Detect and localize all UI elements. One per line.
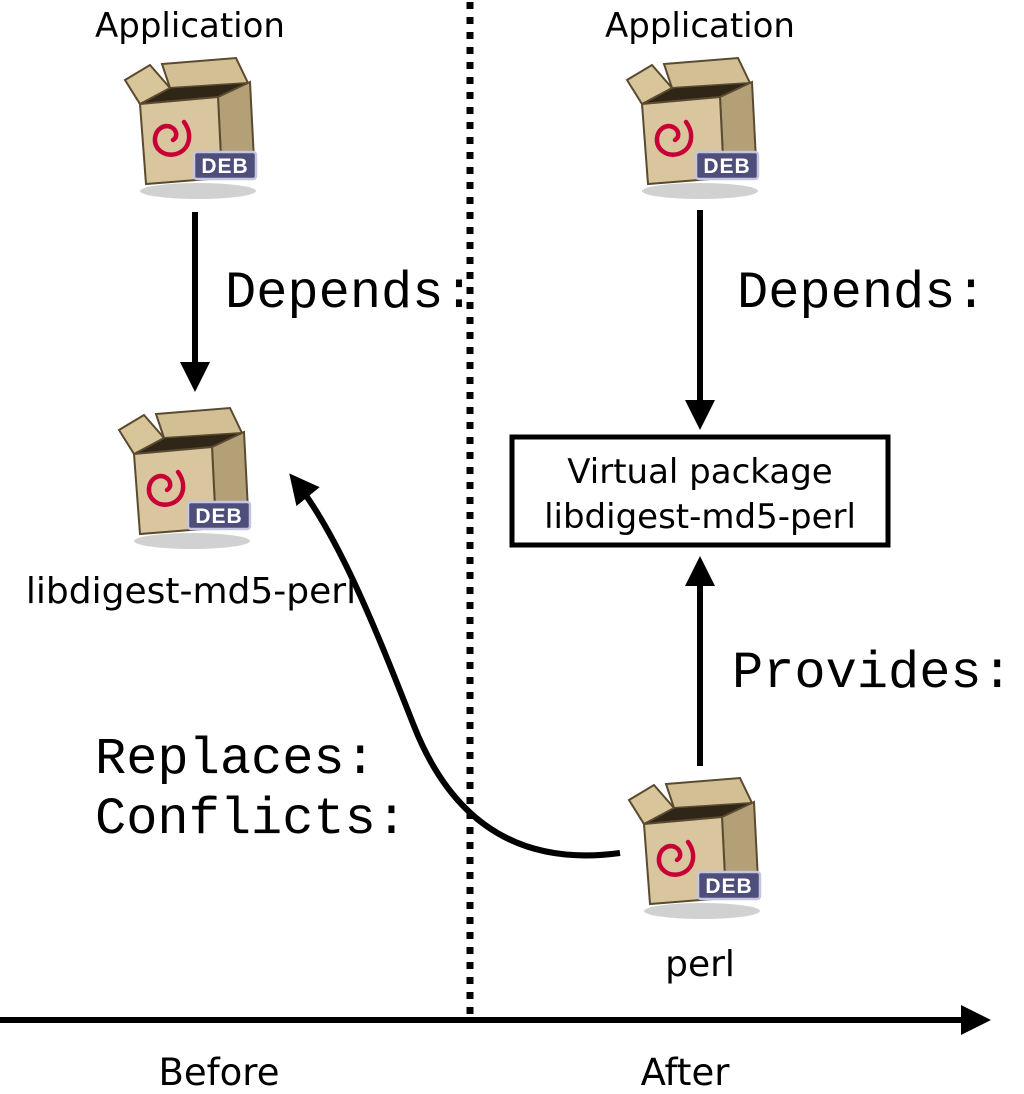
replaces-label: Replaces: [95, 730, 376, 789]
right-depends-label: Depends: [737, 264, 987, 323]
virtual-package-box [509, 434, 891, 548]
left-application-package-icon [125, 58, 256, 199]
right-application-package-icon [627, 58, 758, 199]
after-axis-label: After [641, 1051, 731, 1094]
perl-package-icon [629, 778, 760, 919]
left-depends-label: Depends: [225, 264, 475, 323]
before-axis-label: Before [159, 1051, 280, 1094]
libdigest-package-label: libdigest-md5-perl [26, 571, 356, 612]
virtual-package-box-line2: libdigest-md5-perl [544, 497, 856, 537]
replaces-conflicts-arrow [289, 473, 621, 859]
conflicts-label: Conflicts: [95, 790, 407, 849]
provides-label: Provides: [732, 644, 1013, 703]
perl-package-label: perl [665, 944, 735, 985]
right-application-label: Application [605, 6, 795, 46]
libdigest-package-icon [119, 408, 250, 549]
virtual-package-box-line1: Virtual package [567, 452, 832, 492]
left-application-label: Application [95, 6, 285, 46]
